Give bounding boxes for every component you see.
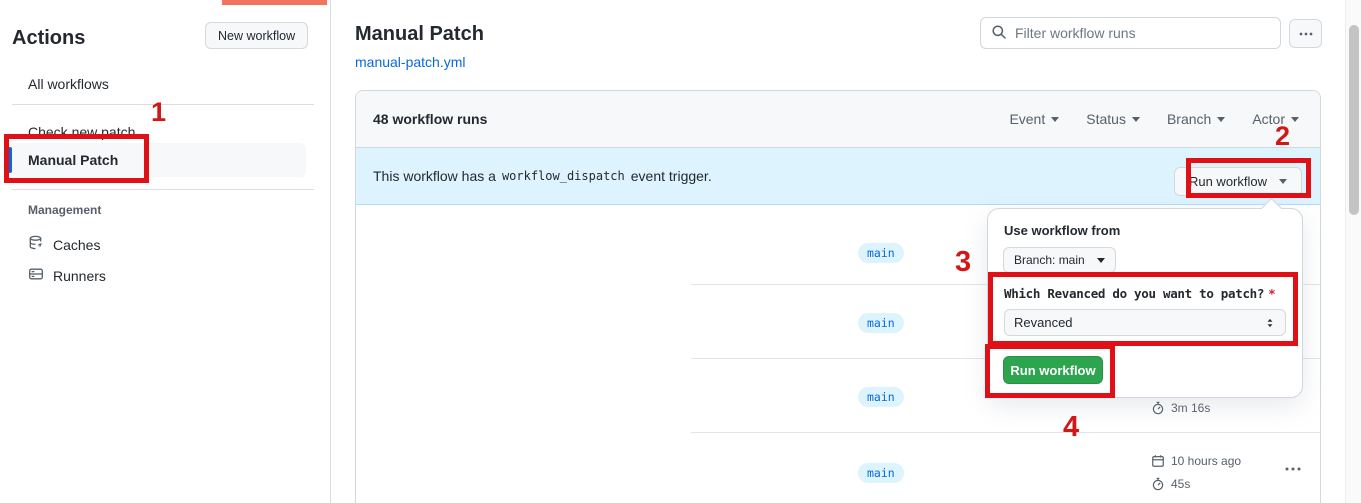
actions-sidebar: Actions New workflow All workflows Check…: [0, 0, 331, 503]
sidebar-item-label: Runners: [53, 267, 106, 284]
runs-count: 48 workflow runs: [373, 111, 488, 127]
sidebar-item-caches[interactable]: Caches: [28, 235, 100, 254]
workflow-input-label: Which Revanced do you want to patch?*: [1004, 286, 1276, 301]
chevron-down-icon: [1096, 257, 1105, 263]
workflow-options-kebab-button[interactable]: [1289, 19, 1322, 48]
filter-branch[interactable]: Branch: [1167, 111, 1226, 127]
stopwatch-icon: [1152, 477, 1164, 491]
sidebar-item-all-workflows[interactable]: All workflows: [28, 76, 109, 92]
filter-actor[interactable]: Actor: [1252, 111, 1299, 127]
runners-icon: [28, 266, 44, 285]
required-asterisk: *: [1268, 286, 1276, 301]
branch-badge[interactable]: main: [858, 463, 904, 483]
banner-text: This workflow has a: [373, 168, 496, 184]
annotation-step-4: 4: [1063, 411, 1080, 443]
filter-status[interactable]: Status: [1086, 111, 1140, 127]
kebab-icon: [1285, 467, 1301, 471]
run-duration: 45s: [1151, 477, 1190, 491]
sidebar-divider: [12, 189, 314, 190]
select-updown-icon: [1267, 318, 1273, 327]
filter-event[interactable]: Event: [1009, 111, 1060, 127]
workflow-dispatch-banner: This workflow has a workflow_dispatch ev…: [356, 148, 1320, 205]
stopwatch-icon: [1152, 401, 1164, 415]
sidebar-divider: [12, 104, 314, 105]
run-workflow-submit-button[interactable]: Run workflow: [1003, 356, 1103, 384]
run-started-time: 10 hours ago: [1151, 454, 1241, 468]
chevron-down-icon: [1279, 179, 1287, 184]
workflow-file-link[interactable]: manual-patch.yml: [355, 54, 466, 70]
chevron-down-icon: [1291, 116, 1299, 122]
cache-icon: [28, 235, 44, 254]
sidebar-item-runners[interactable]: Runners: [28, 266, 106, 285]
page-title: Manual Patch: [355, 23, 484, 45]
cropped-annotation-bar: [222, 0, 327, 5]
sidebar-item-label: Caches: [53, 236, 101, 253]
new-workflow-button[interactable]: New workflow: [205, 22, 309, 49]
banner-code: workflow_dispatch: [501, 169, 625, 183]
branch-selector-button[interactable]: Branch: main: [1003, 247, 1116, 273]
annotation-step-1: 1: [151, 97, 167, 127]
annotation-step-3: 3: [955, 246, 972, 278]
management-section-label: Management: [28, 203, 102, 217]
row-divider: [691, 432, 1320, 433]
kebab-icon: [1299, 32, 1312, 35]
run-workflow-dropdown-button[interactable]: Run workflow: [1173, 167, 1302, 196]
sidebar-title: Actions: [12, 27, 86, 49]
sidebar-item-check-new-patch[interactable]: Check new patch: [28, 124, 136, 140]
chevron-down-icon: [1051, 116, 1060, 122]
run-workflow-dropdown-panel: Use workflow from Branch: main Which Rev…: [987, 197, 1303, 398]
run-row-kebab-button[interactable]: [1283, 461, 1305, 477]
annotation-step-2: 2: [1275, 121, 1291, 151]
revanced-select[interactable]: Revanced: [1004, 309, 1286, 336]
vertical-scrollbar[interactable]: [1345, 0, 1361, 503]
filter-runs-searchbox[interactable]: [980, 17, 1281, 49]
branch-badge[interactable]: main: [858, 243, 904, 263]
chevron-down-icon: [1217, 116, 1226, 122]
calendar-icon: [1152, 455, 1164, 467]
search-input[interactable]: [1015, 25, 1270, 41]
chevron-down-icon: [1131, 116, 1140, 122]
runs-filters: Event Status Branch Actor: [1009, 111, 1303, 127]
sidebar-item-label: Manual Patch: [28, 152, 119, 168]
search-icon: [991, 24, 1007, 43]
banner-text: event trigger.: [630, 168, 712, 184]
active-indicator-bar: [8, 147, 12, 173]
use-workflow-from-label: Use workflow from: [1004, 223, 1121, 238]
runs-panel-header: 48 workflow runs Event Status Branch Act…: [356, 91, 1320, 148]
sidebar-item-manual-patch[interactable]: Manual Patch: [8, 143, 306, 177]
branch-badge[interactable]: main: [858, 387, 904, 407]
branch-badge[interactable]: main: [858, 313, 904, 333]
scrollbar-thumb[interactable]: [1349, 25, 1359, 215]
run-duration: 3m 16s: [1151, 401, 1210, 415]
